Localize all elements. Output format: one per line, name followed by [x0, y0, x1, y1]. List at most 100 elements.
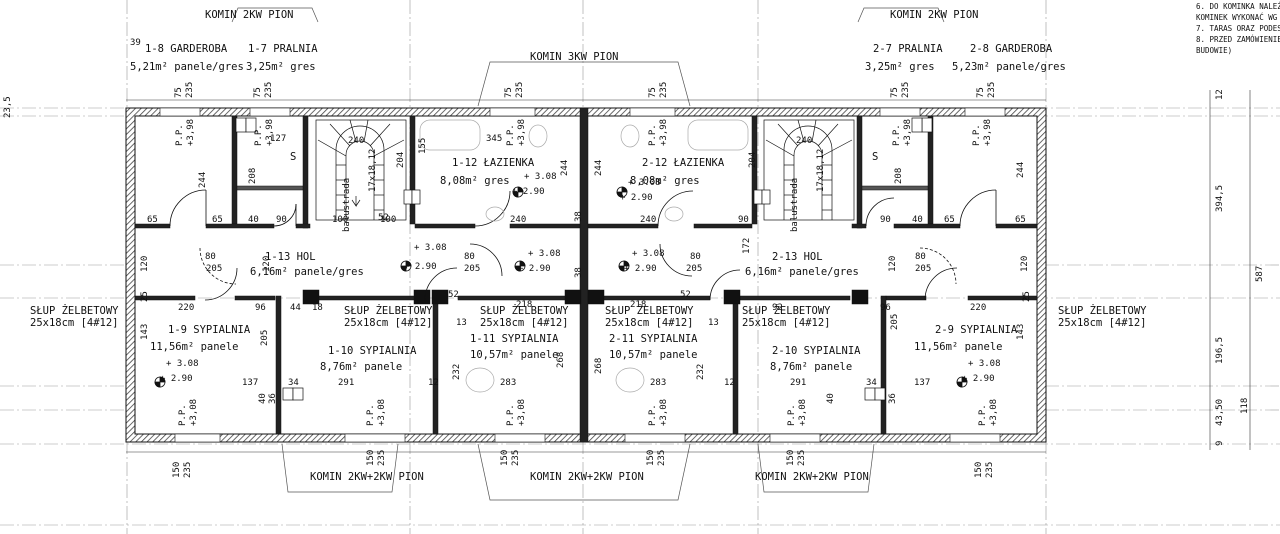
windows — [159, 107, 1006, 443]
dimension-lines — [126, 90, 1251, 453]
dim: 90 — [880, 215, 891, 225]
dim: 283 — [650, 378, 667, 388]
dim: 25 — [140, 291, 150, 302]
dim: 36 — [268, 393, 278, 404]
door-swings — [169, 189, 997, 301]
chimney-label-top-right: KOMIN 2KW PION — [890, 9, 979, 21]
dim: 345 — [486, 134, 503, 144]
pp-label: P.P. — [506, 404, 516, 426]
dim: 120 — [262, 255, 272, 272]
right-dim: 12 — [1215, 89, 1225, 100]
dim: 92 — [772, 303, 783, 313]
pp-level: +3,98 — [186, 118, 196, 146]
dim: 218 — [630, 300, 647, 310]
level-floor: + 3.08 — [628, 178, 661, 188]
dim: 75 — [648, 87, 658, 98]
room-area-2-12: 8,08m² gres — [630, 175, 700, 187]
pp-label: P.P. — [648, 124, 658, 146]
pp-level: +3,08 — [798, 398, 808, 426]
dim: 143 — [140, 323, 150, 340]
dim: 172 — [742, 237, 752, 254]
dim: 283 — [500, 378, 517, 388]
dim: 34 — [288, 378, 299, 388]
dim: 150 — [786, 449, 796, 466]
column-spec-c2: 25x18cm [4#12] — [480, 317, 569, 329]
level-ceiling: + 2.90 — [624, 264, 657, 274]
pp-label: P.P. — [787, 404, 797, 426]
column-spec-c4: 25x18cm [4#12] — [742, 317, 831, 329]
pp-level: +3,08 — [377, 398, 387, 426]
chimney-label-bottom-center: KOMIN 2KW+2KW PION — [530, 471, 644, 483]
dim: 205 — [260, 329, 270, 346]
room-name-1-12: 1-12 ŁAZIENKA — [452, 157, 535, 169]
room-name-1-11: 1-11 SYPIALNIA — [470, 333, 559, 345]
level-marker — [514, 260, 526, 272]
stairs-size: 17x18,12 — [816, 148, 826, 192]
dim: 52 — [378, 213, 389, 223]
dim: 235 — [264, 81, 274, 98]
room-area-2-13: 6,16m² panele/gres — [745, 266, 859, 278]
level-floor: + 3.08 — [166, 359, 199, 369]
dim: 208 — [894, 167, 904, 184]
pp-label: P.P. — [978, 404, 988, 426]
column-spec-right: 25x18cm [4#12] — [1058, 317, 1147, 329]
right-dim: 587 — [1255, 265, 1265, 282]
dim: 204 — [396, 151, 406, 168]
dim: 23,5 — [3, 96, 13, 118]
level-floor: + 3.08 — [524, 172, 557, 182]
pp-level: +3,08 — [189, 398, 199, 426]
note-line: KOMINEK WYKONAĆ WG — [1196, 13, 1278, 22]
pp-label: P.P. — [972, 124, 982, 146]
dim: 40 — [826, 393, 836, 404]
dim: 235 — [183, 461, 193, 478]
chimney-label-bottom-left: KOMIN 2KW+2KW PION — [310, 471, 424, 483]
dim: 244 — [560, 159, 570, 176]
room-name-2-8: 2-8 GARDEROBA — [970, 43, 1053, 55]
dim: 12 — [724, 378, 735, 388]
dim: 235 — [377, 449, 387, 466]
dim: 150 — [500, 449, 510, 466]
chimney-label-top-center: KOMIN 3KW PION — [530, 51, 619, 63]
column-spec-c1: 25x18cm [4#12] — [344, 317, 433, 329]
dim: 235 — [901, 81, 911, 98]
level-ceiling: + 2.90 — [620, 193, 653, 203]
dim: 65 — [944, 215, 955, 225]
level-ceiling: + 2.90 — [160, 374, 193, 384]
dim: 75 — [890, 87, 900, 98]
dim: 120 — [888, 255, 898, 272]
dim: 235 — [657, 449, 667, 466]
dim: 18 — [312, 303, 323, 313]
pp-level: +3,98 — [517, 118, 527, 146]
dim: 205 — [890, 313, 900, 330]
column-title-c3: SŁUP ŻELBETOWY — [605, 305, 694, 317]
note-line: BUDOWIE) — [1196, 46, 1233, 55]
dim: 240 — [510, 215, 527, 225]
pp-label: P.P. — [178, 404, 188, 426]
dim: 235 — [515, 81, 525, 98]
dim: 208 — [248, 167, 258, 184]
interior-walls — [134, 107, 1038, 443]
chimney-label-top-left: KOMIN 2KW PION — [205, 9, 294, 21]
dim: 232 — [452, 363, 462, 380]
column-title-right: SŁUP ŻELBETOWY — [1058, 305, 1147, 317]
dim: 96 — [880, 303, 891, 313]
dim: 291 — [790, 378, 807, 388]
stairs-rail: balustrada — [790, 177, 800, 232]
room-name-1-9: 1-9 SYPIALNIA — [168, 324, 251, 336]
stair-s-label: S — [290, 151, 297, 163]
dim: 268 — [594, 357, 604, 374]
dim: 40 — [248, 215, 259, 225]
dim: 40 — [912, 215, 923, 225]
pp-label: P.P. — [648, 404, 658, 426]
pp-label: P.P. — [892, 124, 902, 146]
pp-level: +3,08 — [517, 398, 527, 426]
dim: 143 — [1016, 323, 1026, 340]
note-line: 7. TARAS ORAZ PODEST — [1196, 24, 1280, 33]
level-floor: + 3.08 — [632, 249, 665, 259]
room-area-2-10: 8,76m² panele — [770, 361, 853, 373]
right-dim: 43,50 — [1215, 398, 1225, 426]
dim: 205 — [464, 264, 481, 274]
room-name-1-7: 1-7 PRALNIA — [248, 43, 318, 55]
dim: 44 — [290, 303, 301, 313]
level-marker — [618, 260, 630, 272]
